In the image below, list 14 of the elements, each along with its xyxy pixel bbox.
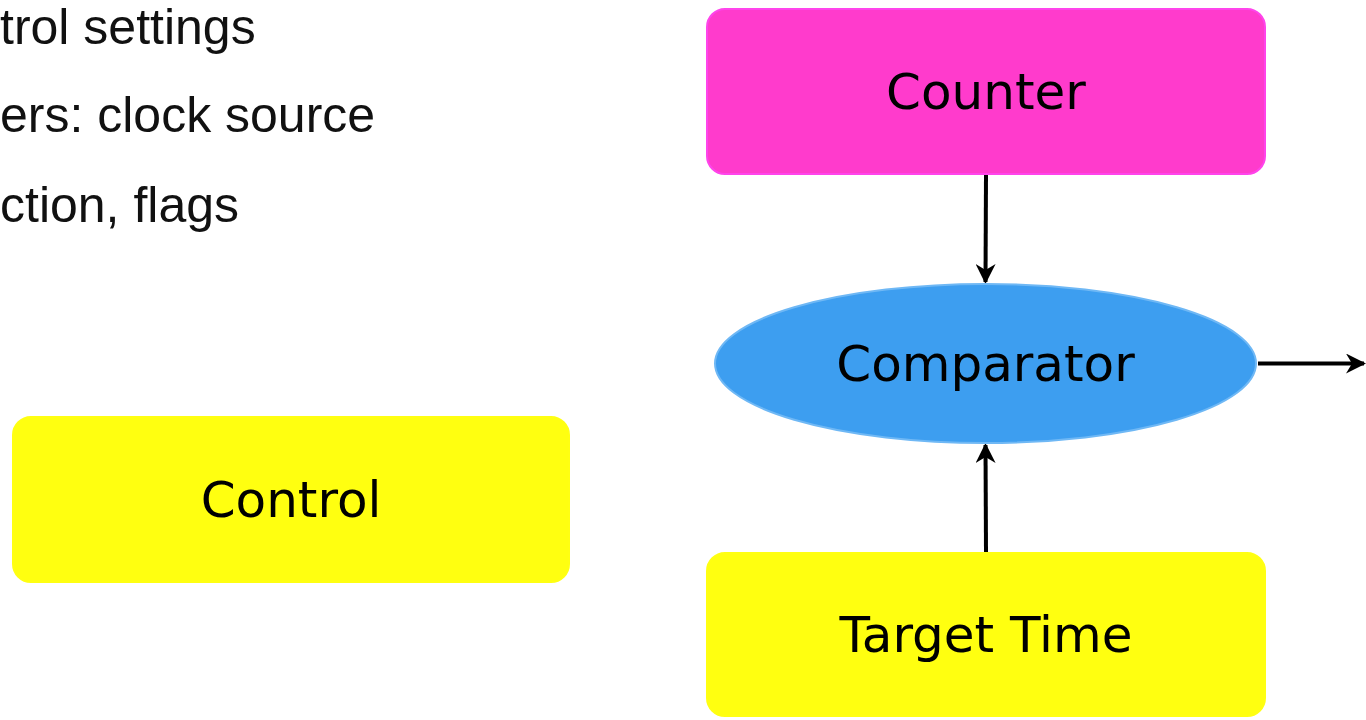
node-label: Comparator [836, 334, 1135, 393]
arrow [1258, 353, 1366, 374]
arrow [975, 175, 996, 284]
node-label: Counter [886, 62, 1086, 121]
bullet-text: ction, flags [0, 180, 239, 230]
bullet-text: trol settings [0, 2, 256, 52]
block-box [706, 8, 1266, 175]
block-box [706, 552, 1266, 717]
node-label: Target Time [839, 605, 1133, 664]
node-label: Control [200, 470, 382, 529]
comparator-ellipse [713, 282, 1258, 445]
block-box [12, 416, 570, 583]
bullet-text: ers: clock source [0, 90, 376, 140]
arrow [975, 443, 996, 552]
